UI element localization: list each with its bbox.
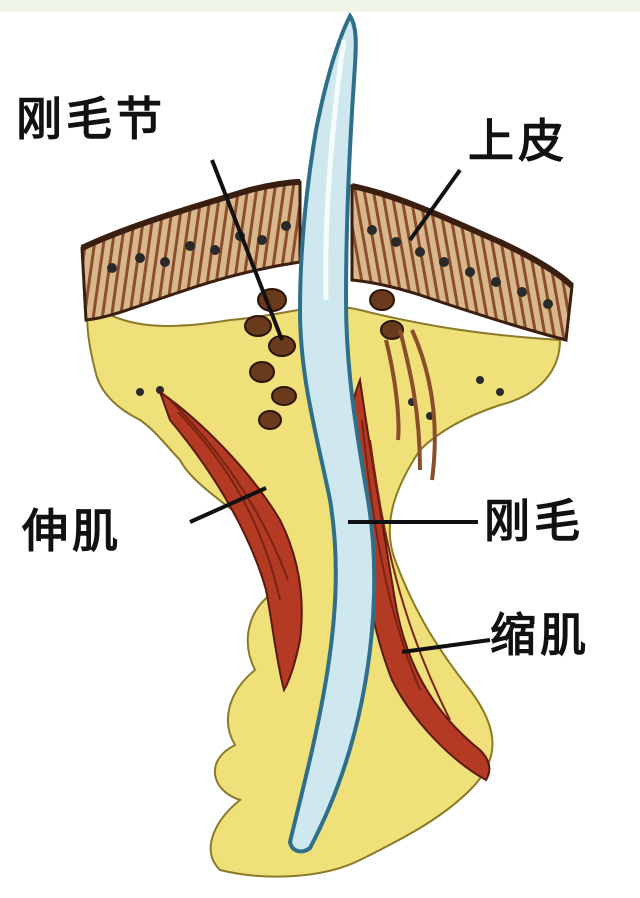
label-chaeta-sac: 刚毛节 [16, 96, 166, 142]
label-chaeta: 刚毛 [484, 498, 584, 544]
label-retractor-muscle: 缩肌 [490, 612, 590, 658]
label-epidermis: 上皮 [468, 118, 568, 164]
label-protractor-muscle: 伸肌 [22, 508, 122, 554]
